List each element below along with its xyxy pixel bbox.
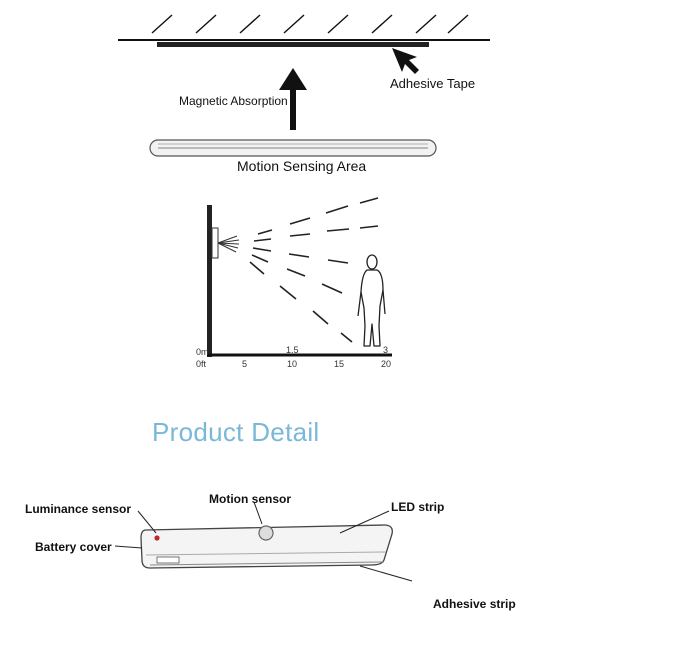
luminance-sensor-label: Luminance sensor [25,502,132,516]
adhesive-tape-strip [157,42,429,47]
meter-tick-1: 1.5 [286,345,299,355]
adhesive-tape-label: Adhesive Tape [390,76,476,91]
magnetic-absorption-label: Magnetic Absorption [179,94,288,108]
product-body [140,524,393,569]
adhesive-strip-label: Adhesive strip [433,597,516,611]
wall [207,205,212,357]
motion-sensor-lens-icon [258,525,274,541]
meter-tick-0: 0m [196,347,209,357]
luminance-sensor-dot-icon [154,535,160,541]
meter-tick-2: 3 [383,345,389,355]
ceiling-hatching [151,14,469,34]
motion-sensor-label: Motion sensor [209,492,292,506]
light-bar-side [149,139,437,157]
magnetic-arrow-icon [279,68,307,130]
battery-cover-latch [156,556,180,564]
feet-tick-3: 15 [334,359,345,369]
led-strip-label: LED strip [391,500,445,514]
feet-tick-2: 10 [287,359,298,369]
adhesive-tape-arrow-icon [392,48,419,74]
sensor-emitter-rays [217,235,240,253]
section-title: Product Detail [152,417,320,447]
feet-tick-1: 5 [242,359,248,369]
feet-tick-4: 20 [381,359,392,369]
motion-sensing-area-label: Motion Sensing Area [237,158,367,174]
callout-leaders [114,501,413,582]
feet-tick-0: 0ft [196,359,207,369]
detection-field-lines [249,197,379,343]
battery-cover-label: Battery cover [35,540,112,554]
person-silhouette-icon [357,254,386,347]
sensor-housing [211,227,219,259]
